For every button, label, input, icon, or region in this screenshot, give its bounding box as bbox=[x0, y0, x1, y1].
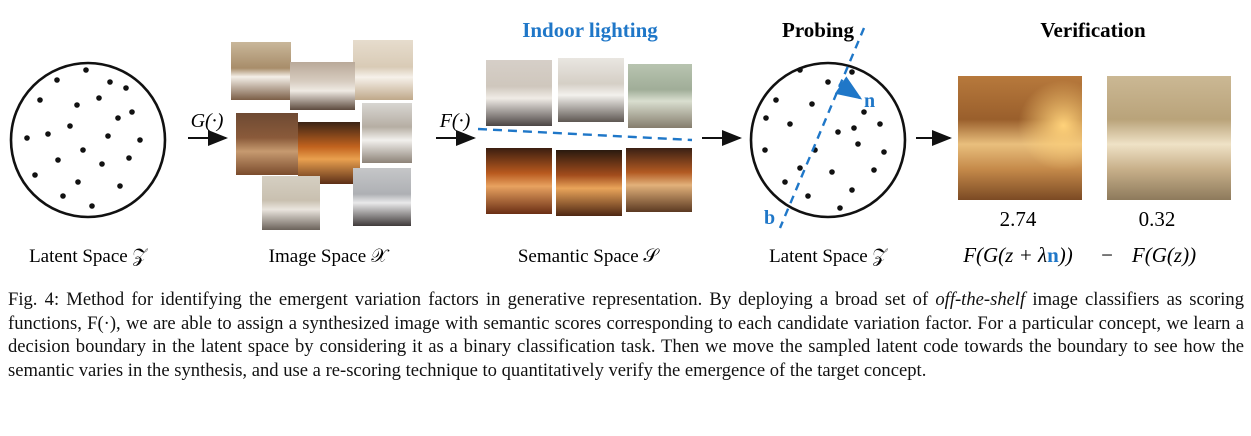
latent-point bbox=[849, 187, 855, 193]
score-left: 2.74 bbox=[1000, 207, 1037, 231]
method-figure: G(·) F(·) Indoor lighting Probing n b Ve… bbox=[9, 18, 1196, 267]
bedroom-image bbox=[626, 148, 692, 212]
latent-point bbox=[762, 147, 768, 153]
bedroom-image bbox=[353, 40, 413, 100]
latent-point bbox=[107, 79, 113, 85]
latent-point bbox=[32, 172, 38, 178]
bedroom-image bbox=[290, 62, 355, 110]
normal-vector-arrow bbox=[834, 76, 863, 100]
indoor-lighting-header: Indoor lighting bbox=[522, 18, 658, 42]
latent-point bbox=[99, 161, 105, 167]
latent-point bbox=[861, 109, 867, 115]
latent-point bbox=[37, 97, 43, 103]
caption-emphasis: off-the-shelf bbox=[935, 289, 1026, 310]
verification-image-lit bbox=[958, 76, 1082, 200]
generator-arrow: G(·) bbox=[188, 110, 228, 146]
latent-point bbox=[787, 121, 793, 127]
latent-space-circle-left bbox=[9, 61, 167, 219]
latent-point bbox=[851, 125, 857, 131]
latent-point bbox=[54, 77, 60, 83]
bedroom-image bbox=[262, 176, 320, 230]
latent-point bbox=[877, 121, 883, 127]
latent-point bbox=[835, 129, 841, 135]
latent-point bbox=[849, 69, 855, 75]
latent-point bbox=[105, 133, 111, 139]
figure-caption: Fig. 4: Method for identifying the emerg… bbox=[8, 288, 1244, 382]
bedroom-image bbox=[556, 150, 622, 216]
boundary-label: b bbox=[764, 207, 775, 229]
verification-header: Verification bbox=[1040, 18, 1146, 42]
normal-vector-label: n bbox=[864, 90, 875, 112]
latent-point bbox=[67, 123, 73, 129]
latent-point bbox=[137, 137, 143, 143]
bedroom-image bbox=[486, 60, 552, 126]
latent-point bbox=[117, 183, 123, 189]
semantic-boundary-line bbox=[477, 127, 693, 142]
bedroom-image bbox=[362, 103, 412, 163]
latent-point bbox=[829, 169, 835, 175]
latent-point bbox=[83, 67, 89, 73]
latent-point bbox=[129, 109, 135, 115]
caption-text: Fig. 4: Method for identifying the emerg… bbox=[8, 289, 936, 310]
generator-label: G(·) bbox=[191, 110, 224, 132]
caption-text-rest: image classifiers as scoring functions, … bbox=[8, 289, 1244, 381]
latent-point bbox=[797, 165, 803, 171]
formula-left: F(G(z + λn)) bbox=[962, 243, 1073, 267]
bedroom-image bbox=[353, 168, 411, 226]
latent-point bbox=[763, 115, 769, 121]
latent-point bbox=[45, 131, 51, 137]
latent-point bbox=[825, 79, 831, 85]
latent-point bbox=[60, 193, 66, 199]
bedroom-image bbox=[236, 113, 298, 175]
latent-point bbox=[126, 155, 132, 161]
image-space-label: Image Space 𝒳 bbox=[269, 246, 390, 267]
verification-image-original bbox=[1107, 76, 1231, 200]
latent-point bbox=[773, 97, 779, 103]
latent-point bbox=[24, 135, 30, 141]
latent-point bbox=[797, 67, 803, 73]
scorer-arrow: F(·) bbox=[436, 110, 476, 146]
latent-point bbox=[74, 102, 80, 108]
latent-space-label-right: Latent Space 𝒵 bbox=[769, 246, 888, 267]
latent-point bbox=[805, 193, 811, 199]
bedroom-image bbox=[486, 148, 552, 214]
latent-point bbox=[855, 141, 861, 147]
score-right: 0.32 bbox=[1139, 207, 1176, 231]
latent-point bbox=[123, 85, 129, 91]
latent-point bbox=[55, 157, 61, 163]
latent-point bbox=[837, 205, 843, 211]
latent-point bbox=[89, 203, 95, 209]
latent-point bbox=[782, 179, 788, 185]
bedroom-image bbox=[628, 64, 692, 128]
latent-point bbox=[871, 167, 877, 173]
semantic-space-label: Semantic Space 𝒮 bbox=[518, 246, 661, 267]
formula-right: F(G(z)) bbox=[1131, 243, 1196, 267]
latent-point bbox=[115, 115, 121, 121]
latent-point bbox=[881, 149, 887, 155]
bedroom-image bbox=[298, 122, 360, 184]
latent-space-label-left: Latent Space 𝒵 bbox=[29, 246, 148, 267]
scorer-label: F(·) bbox=[439, 110, 471, 132]
latent-point bbox=[809, 101, 815, 107]
probing-header: Probing bbox=[782, 18, 854, 42]
bedroom-image bbox=[231, 42, 291, 100]
latent-point bbox=[75, 179, 81, 185]
latent-point bbox=[80, 147, 86, 153]
formula-minus: − bbox=[1101, 243, 1113, 267]
latent-space-circle-right bbox=[749, 61, 907, 219]
latent-point bbox=[96, 95, 102, 101]
bedroom-image bbox=[558, 58, 624, 122]
